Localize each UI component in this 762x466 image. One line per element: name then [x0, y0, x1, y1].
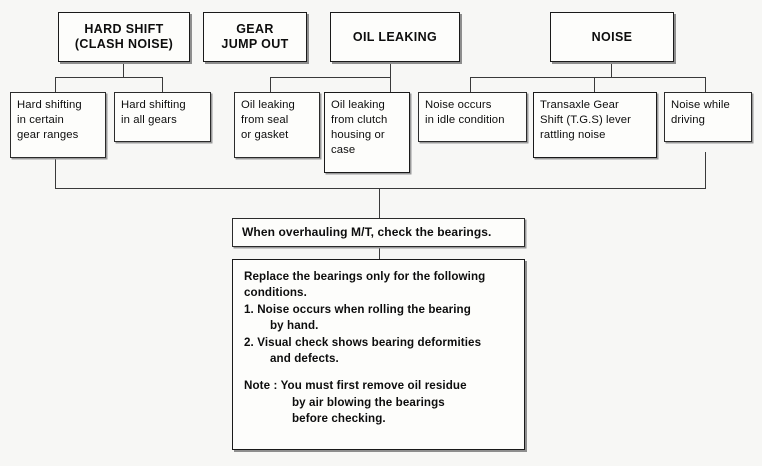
note-spacer: [244, 367, 514, 378]
connector-noise-drop-1: [470, 77, 472, 92]
symptom-text: Hard shifting in certain gear ranges: [17, 99, 82, 141]
instruction-box-check-bearings[interactable]: When overhauling M/T, check the bearings…: [232, 218, 525, 247]
connector-bus-to-instruction: [379, 188, 381, 219]
header-label-line1: NOISE: [591, 29, 633, 44]
connector-hard-shift-drop-1: [55, 77, 57, 92]
symptom-text: Noise while driving: [671, 99, 730, 126]
note-warning-first-line: Note : You must first remove oil residue: [244, 378, 514, 394]
connector-collect-left: [55, 158, 57, 189]
connector-collect-right: [705, 152, 707, 189]
header-box-hard-shift[interactable]: HARD SHIFT (CLASH NOISE): [58, 12, 190, 62]
connector-oil-leaking-drop-2: [390, 77, 392, 92]
header-box-oil-leaking[interactable]: OIL LEAKING: [330, 12, 460, 62]
note-conditions-list: 1. Noise occurs when rolling the bearing…: [244, 302, 514, 368]
connector-noise-drop-3: [705, 77, 707, 92]
note-condition-line2: by hand.: [270, 319, 319, 333]
symptom-box-hard-shifting-all-gears[interactable]: Hard shifting in all gears: [114, 92, 211, 142]
connector-noise-stem: [611, 62, 613, 78]
note-lead-line2: conditions.: [244, 286, 307, 300]
note-warning-line1: You must first remove oil residue: [280, 379, 467, 393]
symptom-text: Noise occurs in idle condition: [425, 99, 505, 126]
connector-oil-leaking-bus: [270, 77, 391, 79]
note-condition-item: 1. Noise occurs when rolling the bearing…: [244, 302, 514, 335]
note-condition-number: 1.: [244, 302, 254, 316]
connector-hard-shift-bus: [55, 77, 163, 79]
header-label-line1: HARD SHIFT: [84, 22, 164, 36]
connector-oil-leaking-stem: [390, 62, 392, 78]
connector-instruction-to-note: [379, 247, 381, 259]
note-condition-line1: Noise occurs when rolling the bearing: [257, 302, 471, 316]
connector-noise-bus: [470, 77, 706, 79]
symptom-text: Transaxle Gear Shift (T.G.S) lever rattl…: [540, 99, 632, 141]
connector-collect-bus: [55, 188, 706, 190]
note-lead-line1: Replace the bearings only for the follow…: [244, 270, 486, 283]
symptom-text: Hard shifting in all gears: [121, 99, 186, 126]
symptom-box-noise-while-driving[interactable]: Noise while driving: [664, 92, 752, 142]
header-box-gear-jump-out[interactable]: GEAR JUMP OUT: [203, 12, 307, 62]
instruction-text: When overhauling M/T, check the bearings…: [242, 225, 492, 240]
note-label: Note :: [244, 379, 278, 393]
symptom-text: Oil leaking from clutch housing or case: [331, 99, 388, 156]
header-label-line1: OIL LEAKING: [352, 29, 438, 44]
connector-noise-drop-2: [594, 77, 596, 92]
symptom-box-tgs-lever-rattling-noise[interactable]: Transaxle Gear Shift (T.G.S) lever rattl…: [533, 92, 657, 158]
symptom-box-hard-shifting-certain-gear-ranges[interactable]: Hard shifting in certain gear ranges: [10, 92, 106, 158]
header-label-line2: JUMP OUT: [221, 37, 289, 51]
note-warning-line2: by air blowing the bearings: [292, 395, 445, 409]
note-condition-line1: Visual check shows bearing deformities: [257, 335, 482, 349]
connector-hard-shift-stem: [123, 62, 125, 78]
note-condition-item: 2. Visual check shows bearing deformitie…: [244, 335, 514, 368]
header-label-line1: GEAR: [236, 22, 274, 36]
header-label-line2: (CLASH NOISE): [74, 37, 174, 51]
symptom-text: Oil leaking from seal or gasket: [241, 99, 295, 141]
symptom-box-oil-leaking-seal-gasket[interactable]: Oil leaking from seal or gasket: [234, 92, 320, 158]
connector-oil-leaking-drop-1: [270, 77, 272, 92]
note-condition-line2: and defects.: [270, 352, 339, 366]
connector-hard-shift-drop-2: [162, 77, 164, 92]
symptom-box-oil-leaking-clutch-housing[interactable]: Oil leaking from clutch housing or case: [324, 92, 410, 173]
note-warning-line3: before checking.: [292, 412, 386, 426]
header-box-noise[interactable]: NOISE: [550, 12, 674, 62]
note-condition-number: 2.: [244, 335, 254, 349]
note-panel-bearing-replacement[interactable]: Replace the bearings only for the follow…: [232, 259, 525, 450]
symptom-box-noise-idle-condition[interactable]: Noise occurs in idle condition: [418, 92, 527, 142]
